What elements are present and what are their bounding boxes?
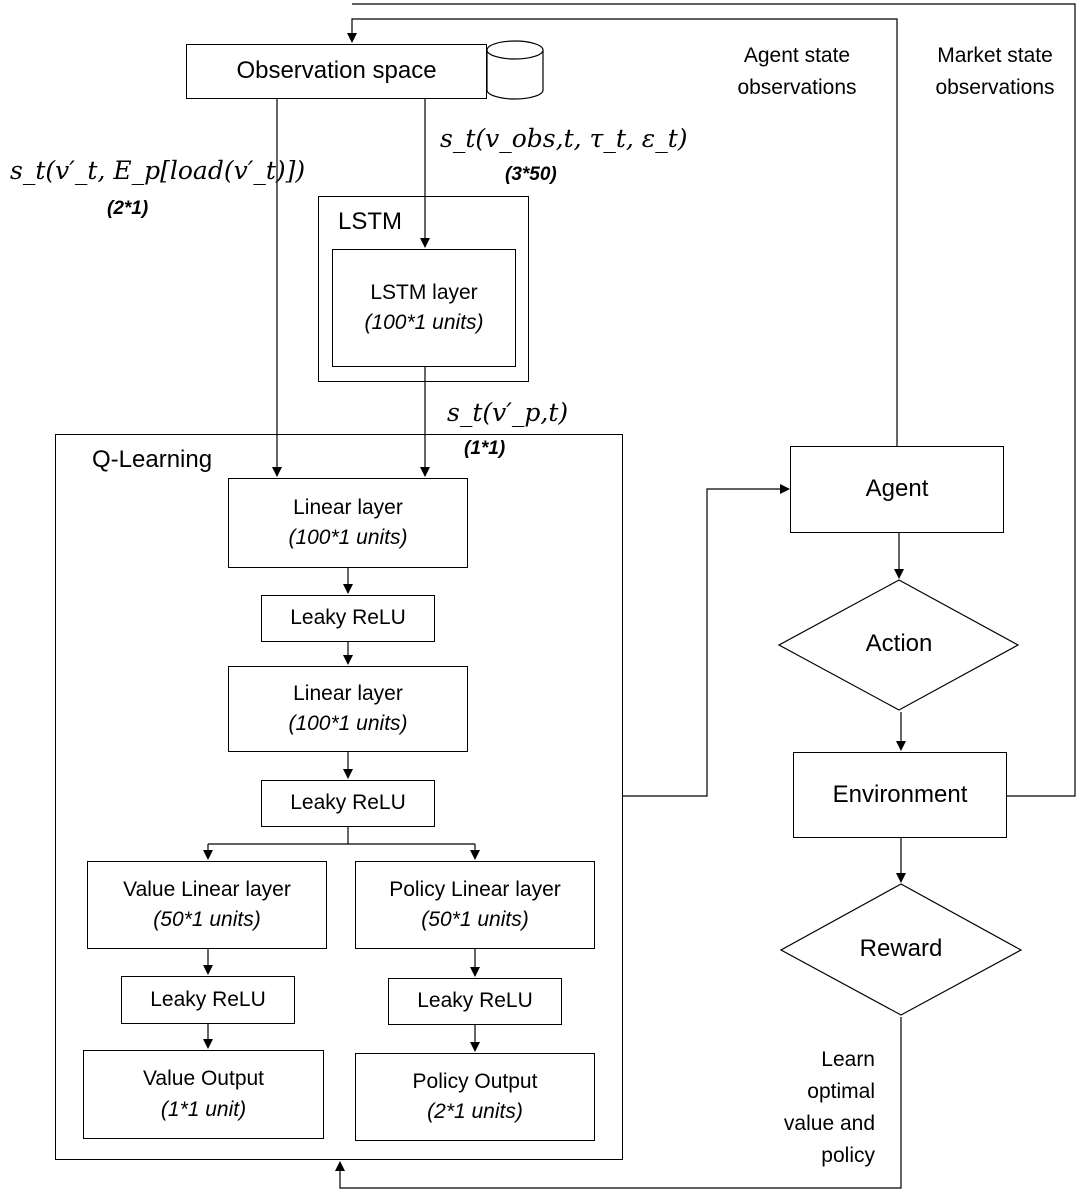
qlearning-title: Q-Learning bbox=[92, 446, 213, 473]
policy-leaky-relu: Leaky ReLU bbox=[388, 978, 562, 1025]
leaky-relu-2: Leaky ReLU bbox=[261, 780, 435, 827]
lstm-output-dims: (1*1) bbox=[464, 438, 506, 459]
value-output: Value Output (1*1 unit) bbox=[83, 1050, 324, 1139]
action-label: Action bbox=[865, 630, 933, 657]
lstm-layer-units: (100*1 units) bbox=[364, 311, 484, 334]
qlearning-to-agent-arrow bbox=[623, 484, 790, 797]
value-leaky-relu: Leaky ReLU bbox=[121, 976, 295, 1024]
linear-layer-2: Linear layer (100*1 units) bbox=[228, 666, 468, 752]
leaky-relu-1: Leaky ReLU bbox=[261, 595, 435, 642]
agent-state-feedback-line bbox=[347, 18, 898, 446]
value-linear-layer: Value Linear layer (50*1 units) bbox=[87, 861, 327, 949]
market-state-label: Market state observations bbox=[935, 44, 1055, 99]
observation-space-box: Observation space bbox=[186, 44, 487, 99]
agent-box: Agent bbox=[790, 446, 1004, 533]
action-diamond bbox=[777, 579, 1020, 711]
environment-box: Environment bbox=[793, 752, 1007, 838]
lstm-output-formula: s_t(v′_p,t) bbox=[447, 398, 569, 427]
input-left-formula: s_t(v′_t, E_p[load(v′_t)]) bbox=[10, 156, 306, 185]
qlearning-container bbox=[55, 434, 623, 1160]
linear-layer-1: Linear layer (100*1 units) bbox=[228, 478, 468, 568]
input-lstm-formula: s_t(v_obs,t, τ_t, ε_t) bbox=[440, 124, 688, 153]
lstm-layer-name: LSTM layer bbox=[370, 280, 478, 304]
input-lstm-dims: (3*50) bbox=[505, 164, 557, 185]
learn-label: Learn optimal value and policy bbox=[783, 1048, 875, 1167]
policy-linear-layer: Policy Linear layer (50*1 units) bbox=[355, 861, 595, 949]
agent-state-label: Agent state observations bbox=[737, 44, 857, 99]
lstm-container bbox=[318, 196, 529, 382]
reward-diamond bbox=[779, 883, 1023, 1016]
lstm-layer-box: LSTM layer (100*1 units) bbox=[332, 249, 516, 367]
observation-space-label: Observation space bbox=[236, 57, 437, 85]
policy-output: Policy Output (2*1 units) bbox=[355, 1053, 595, 1141]
reward-label: Reward bbox=[859, 935, 943, 962]
input-left-dims: (2*1) bbox=[107, 198, 149, 219]
lstm-title: LSTM bbox=[338, 208, 403, 235]
learn-feedback-arrow bbox=[335, 1017, 902, 1189]
database-icon bbox=[486, 40, 544, 100]
market-state-feedback-line bbox=[352, 3, 1076, 797]
